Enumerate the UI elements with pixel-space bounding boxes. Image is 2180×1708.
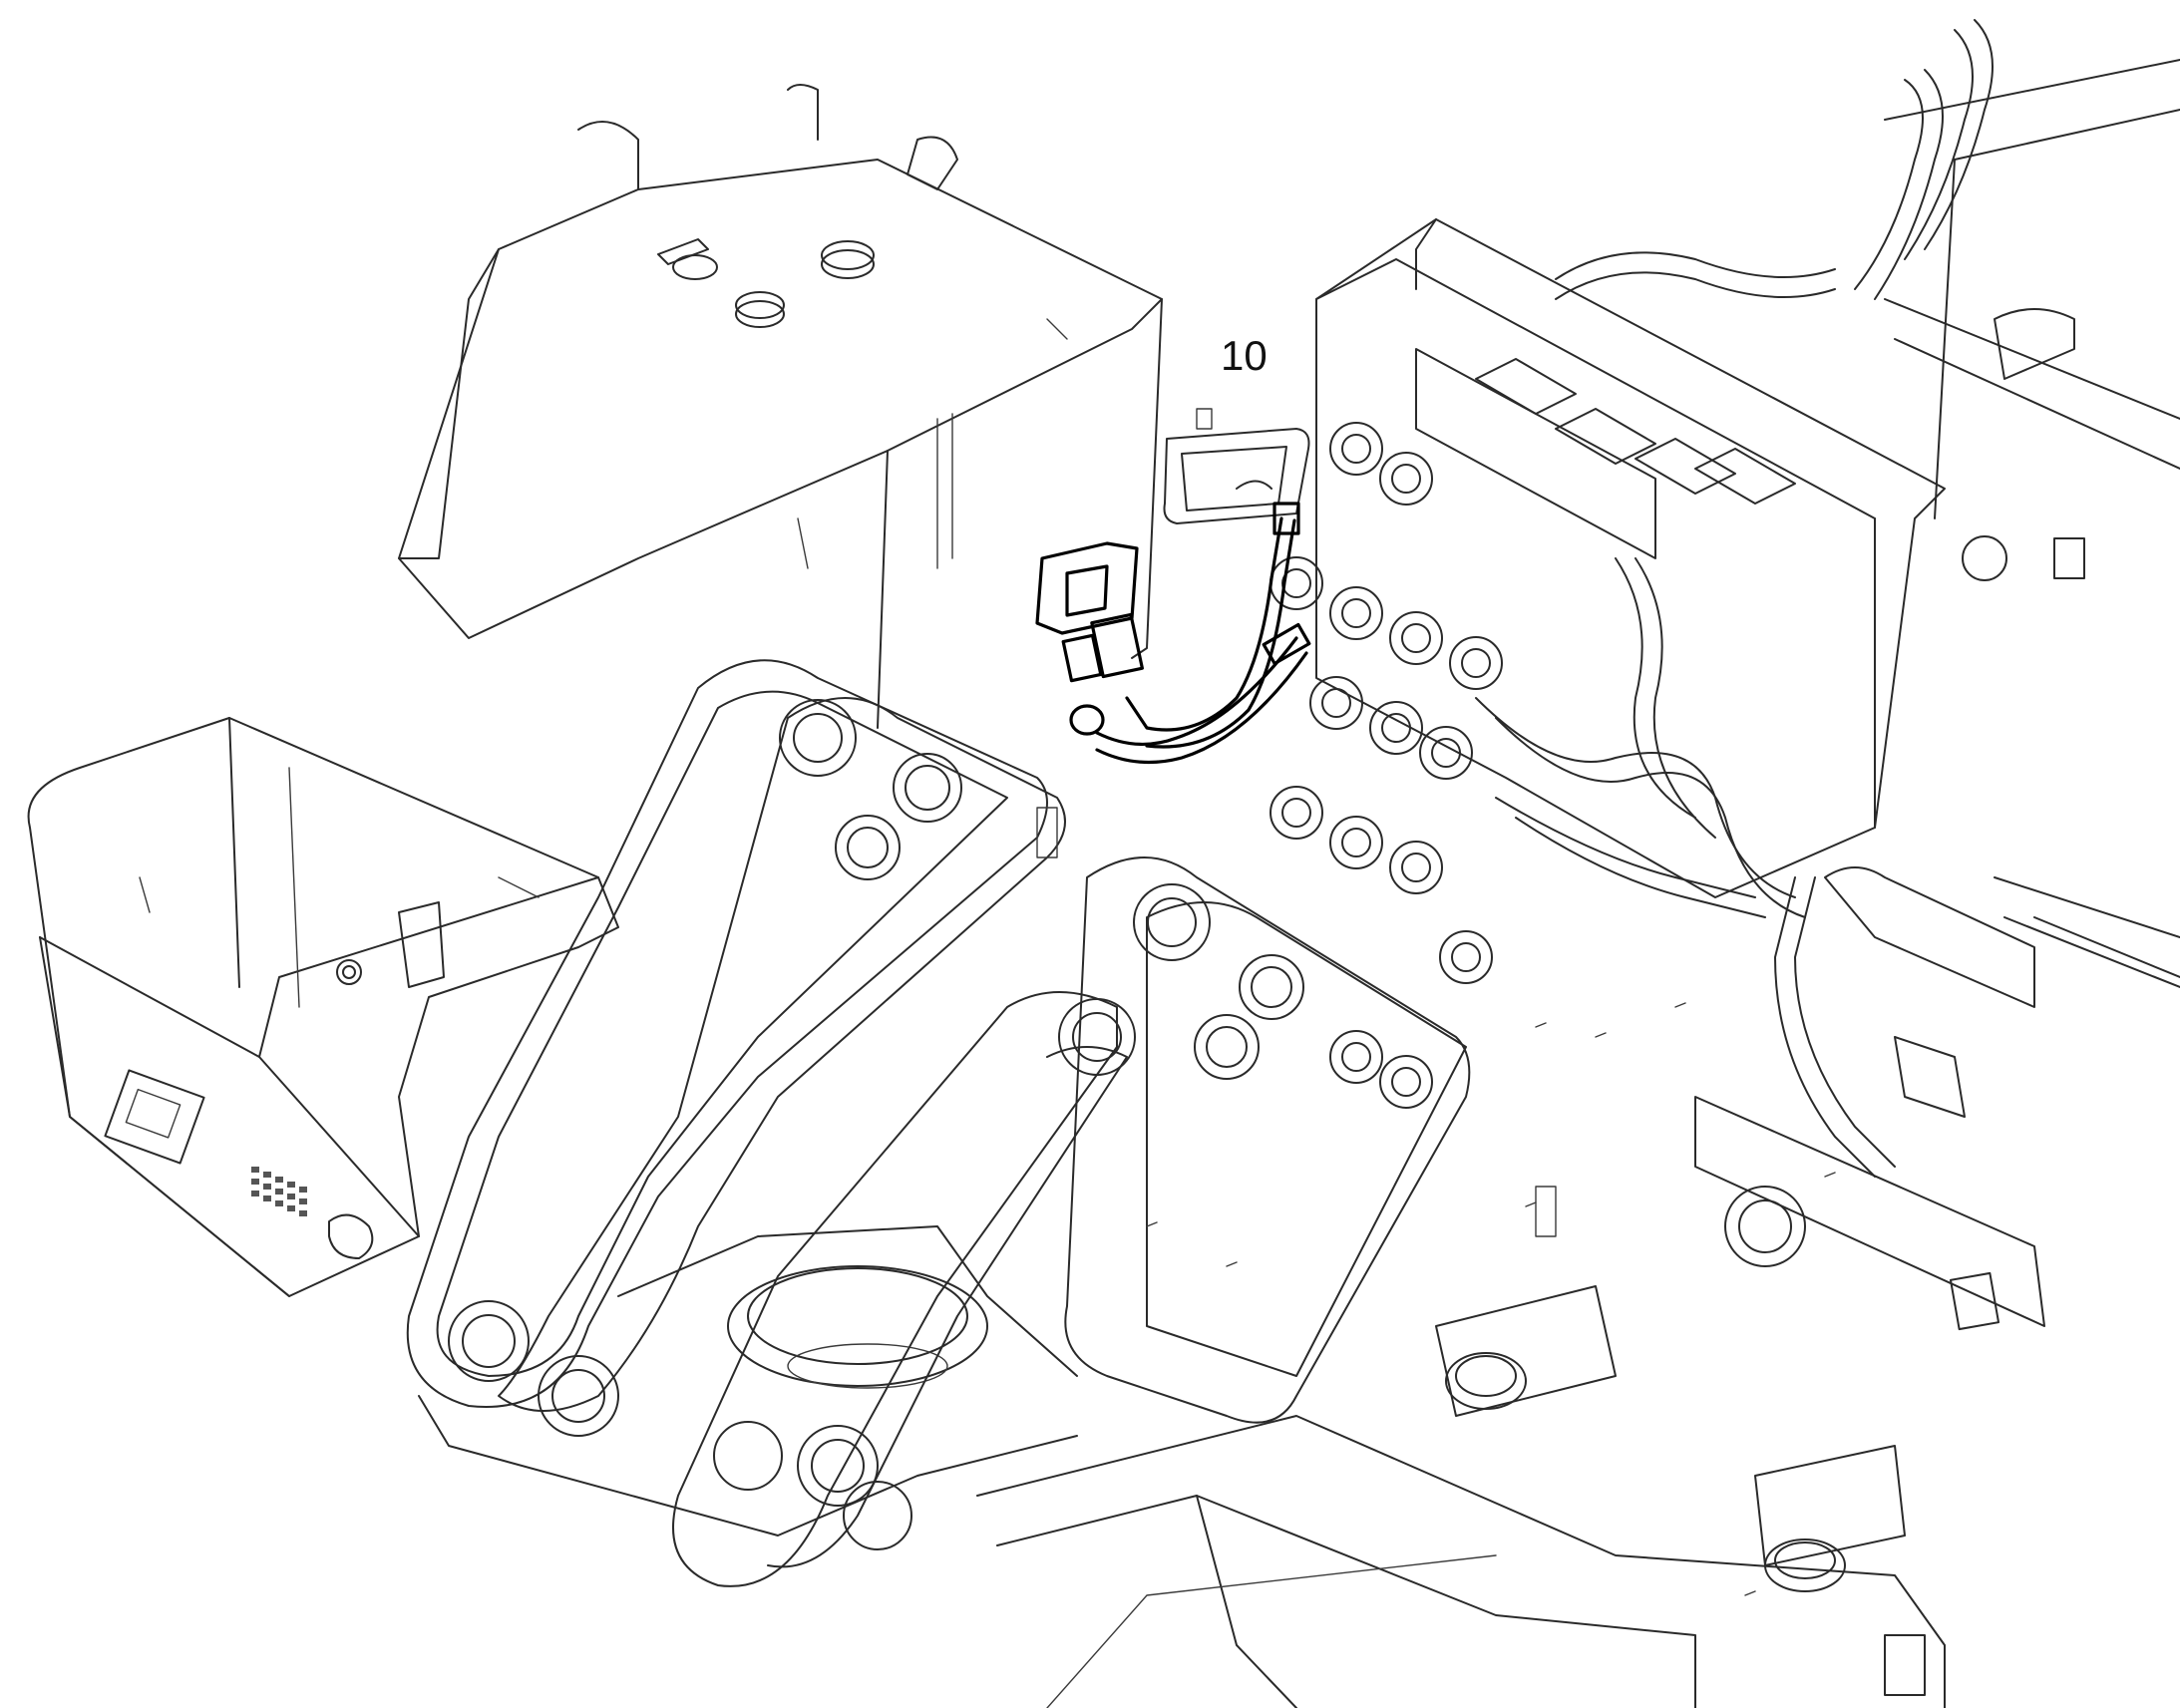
callout-10: 10 [1221,332,1268,379]
control-valve-block [1270,218,1946,1178]
fastener-marks [1036,408,1836,1596]
item-10-hose-assembly [1035,428,1311,765]
right-frame [1435,19,2180,1696]
hydraulic-tank [398,84,1163,729]
electrical-box [27,717,619,1297]
swing-frame [406,659,1946,1708]
